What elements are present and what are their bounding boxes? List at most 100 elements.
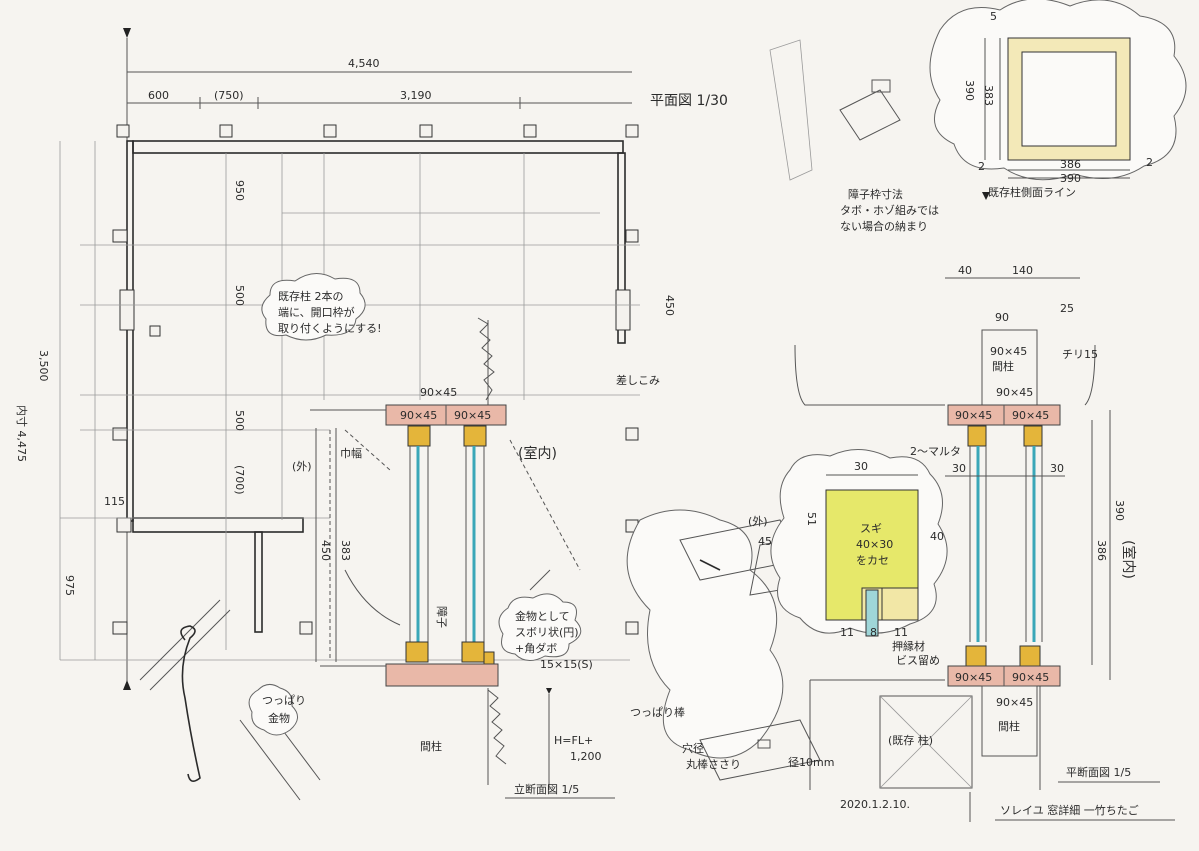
sash-bottom-right — [461, 641, 485, 663]
glass-edge — [865, 589, 879, 637]
label-mabashira1: 間柱 — [992, 359, 1014, 373]
label-hardware3: +角ダボ — [515, 641, 557, 655]
dim-390-detail: 390 — [963, 80, 976, 101]
dim-40: 40 — [958, 264, 972, 277]
label-member2: 90×45 — [400, 409, 437, 422]
label-mabashira2: 間柱 — [998, 719, 1020, 733]
note-cloud — [261, 273, 366, 341]
dim-30b: 30 — [1050, 462, 1064, 475]
dim-51: 51 — [805, 512, 818, 526]
dim-386-detail: 386 — [1060, 158, 1081, 171]
post — [625, 124, 639, 138]
section-marker-top — [123, 28, 131, 38]
dim-115: 115 — [104, 495, 125, 508]
section-frame-bl — [965, 645, 987, 667]
wall-right — [617, 152, 626, 344]
label-m2: 90×45 — [996, 386, 1033, 399]
window-opening-right — [615, 289, 631, 331]
post — [149, 325, 161, 337]
post — [625, 229, 639, 243]
label-oshibuchi1: 押縁材 — [892, 639, 925, 653]
dim-30a: 30 — [952, 462, 966, 475]
dim-25: 25 — [1060, 302, 1074, 315]
label-member3: 90×45 — [454, 409, 491, 422]
label-m6: 90×45 — [1012, 671, 1049, 684]
dim-11a: 11 — [840, 626, 854, 639]
section-frame-tr — [1023, 425, 1043, 447]
partition-stub — [254, 531, 263, 633]
hardware-cloud — [498, 593, 582, 661]
dim-600: 600 — [148, 89, 169, 102]
label-m4: 90×45 — [1012, 409, 1049, 422]
dim-3190: 3,190 — [400, 89, 432, 102]
existing-post — [879, 695, 973, 789]
post — [419, 124, 433, 138]
dim-2b: 2 — [1146, 156, 1153, 169]
post — [112, 621, 128, 635]
label-tsupparibou: つっぱり棒 — [630, 705, 685, 719]
dim-45: 45 — [758, 535, 772, 548]
elevation-title: 立断面図 1/5 — [514, 782, 579, 796]
section-marker-bottom — [123, 680, 131, 690]
label-sugi2: 40×30 — [856, 538, 893, 551]
label-sugi3: をカセ — [856, 554, 889, 567]
label-dia: 径10mm — [788, 756, 834, 769]
dowel-detail: (外) つっぱり棒 穴径 丸棒ささり 径10mm — [626, 509, 834, 781]
dim-inner: 内寸 4,475 — [15, 405, 29, 462]
brace-line — [139, 599, 221, 681]
label-hardware4: 15×15(S) — [540, 658, 593, 671]
label-m5: 90×45 — [955, 671, 992, 684]
label-inside: (室内) — [518, 445, 557, 462]
detail-note3: ない場合の納まり — [840, 219, 928, 233]
dim-383-detail: 383 — [982, 85, 995, 106]
sash-top-right — [463, 425, 487, 447]
dim-2a: 2 — [978, 160, 985, 173]
dim-3500: 3,500 — [37, 350, 50, 382]
dim-140: 140 — [1012, 264, 1033, 277]
label-member1: 90×45 — [420, 386, 457, 399]
detail-note1: 障子枠寸法 — [848, 187, 903, 201]
post — [116, 124, 130, 138]
dim-386-section: 386 — [1095, 540, 1108, 561]
sash-top-left — [407, 425, 431, 447]
dowel — [483, 651, 495, 665]
dim-500b: 500 — [233, 410, 246, 431]
label-m1: 90×45 — [990, 345, 1027, 358]
plan-view: 4,540 600 (750) 3,190 平面図 1/30 — [15, 28, 728, 801]
post — [323, 124, 337, 138]
label-shoji: 障子 — [435, 606, 449, 628]
dim-8: 8 — [870, 626, 877, 639]
dim-90: 90 — [995, 311, 1009, 324]
post — [299, 621, 313, 635]
sash-bottom-left — [405, 641, 429, 663]
plan-section: 40 140 90 25 チリ15 90×45 間柱 90×45 90×45 9… — [758, 264, 1160, 790]
label-hole1: 穴径 — [682, 741, 704, 755]
dim-750: (750) — [214, 89, 244, 102]
dim-975: 975 — [63, 575, 76, 596]
label-m7: 90×45 — [996, 696, 1033, 709]
label-hardware2: スボリ状(円) — [515, 625, 579, 639]
label-chiri: チリ15 — [1062, 348, 1098, 361]
dim-500a: 500 — [233, 285, 246, 306]
section-title: 平断面図 1/5 — [1066, 765, 1131, 779]
note-line3: 取り付くようにする! — [278, 322, 382, 335]
partition — [132, 517, 304, 533]
dim-450-plan: 450 — [663, 295, 676, 316]
detail-note2: タボ・ホゾ組みでは — [840, 204, 939, 217]
label-mabashira: 間柱 — [420, 739, 442, 753]
sill-beam — [385, 663, 499, 687]
label-hole2: 丸棒ささり — [686, 757, 741, 771]
dim-450: 450 — [319, 540, 332, 561]
label-height2: 1,200 — [570, 750, 602, 763]
label-tsuppari2: 金物 — [268, 711, 290, 725]
footer-date: 2020.1.2.10. — [840, 798, 910, 811]
label-outside: (外) — [292, 460, 312, 473]
dim-40b: 40 — [930, 530, 944, 543]
dim-390b-detail: 390 — [1060, 172, 1081, 185]
post — [112, 229, 128, 243]
frame-detail: 5 390 383 386 390 2 2 既存柱側面ライン 障子枠寸法 タボ・… — [769, 0, 1187, 233]
label-height1: H=FL+ — [554, 734, 593, 747]
window-opening-left — [119, 289, 135, 331]
